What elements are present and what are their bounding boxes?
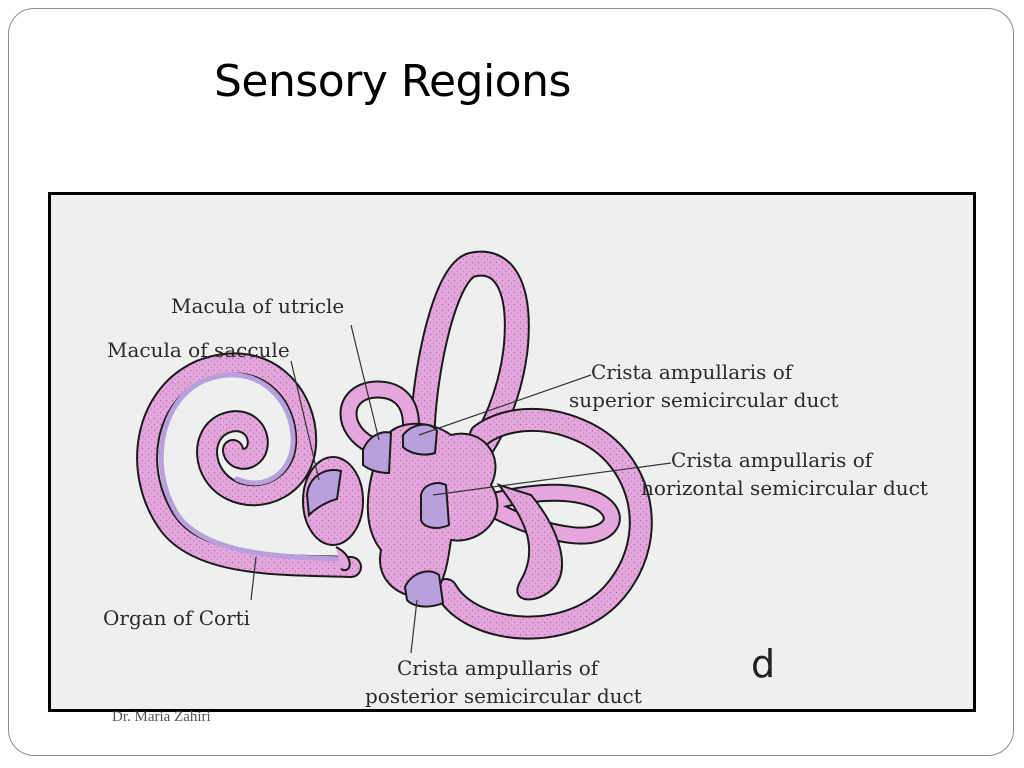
footer-author: Dr. Maria Zahiri — [112, 709, 211, 725]
posterior-semicircular-duct — [434, 407, 653, 640]
label-macula-utricle: Macula of utricle — [171, 294, 344, 318]
label-crista-horizontal-line1: Crista ampullaris of — [671, 448, 874, 472]
cochlear-duct — [136, 352, 362, 578]
organ-of-corti-strip — [158, 372, 346, 562]
label-organ-corti: Organ of Corti — [103, 606, 250, 630]
label-crista-posterior-line2: posterior semicircular duct — [365, 684, 642, 708]
panel-letter: d — [751, 642, 775, 686]
saccule — [302, 456, 364, 546]
label-crista-superior-line1: Crista ampullaris of — [591, 360, 794, 384]
macula-saccule-region — [305, 469, 343, 518]
superior-semicircular-duct — [409, 250, 530, 468]
label-crista-horizontal-line2: horizontal semicircular duct — [641, 476, 928, 500]
macula-utricle-region — [362, 431, 393, 475]
endolymphatic-loop — [341, 382, 418, 452]
label-macula-saccule: Macula of saccule — [107, 338, 290, 362]
crista-superior-region — [402, 423, 439, 456]
slide-title: Sensory Regions — [214, 56, 571, 107]
crista-horizontal-region — [420, 482, 451, 529]
inner-ear-diagram: Macula of utricle Macula of saccule Cris… — [103, 250, 928, 708]
label-crista-superior-line2: superior semicircular duct — [569, 388, 839, 412]
leader-lines — [250, 324, 672, 654]
ductus-reuniens — [335, 546, 351, 572]
endolymphatic-sac — [496, 483, 563, 601]
crista-posterior-region — [403, 570, 445, 608]
label-crista-posterior-line1: Crista ampullaris of — [397, 656, 600, 680]
inner-ear-figure: Macula of utricle Macula of saccule Cris… — [48, 192, 976, 712]
